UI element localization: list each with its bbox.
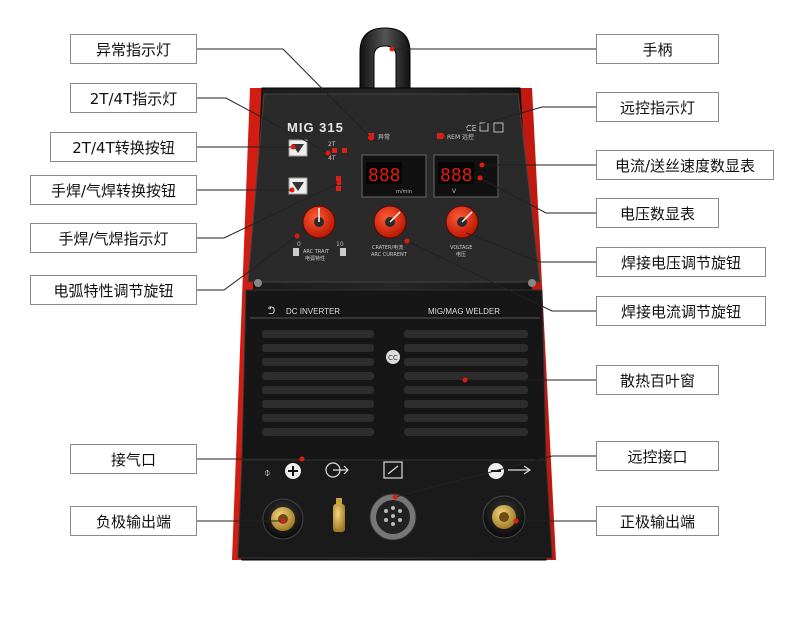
label-voltage-knob: 焊接电压调节旋钮 xyxy=(596,247,766,277)
label-2t4t-indicator: 2T/4T指示灯 xyxy=(70,83,197,113)
svg-text:CRATER/电流: CRATER/电流 xyxy=(372,244,403,251)
label-handle: 手柄 xyxy=(596,34,719,64)
label-remote-socket: 远控接口 xyxy=(596,441,719,471)
svg-text:DC INVERTER: DC INVERTER xyxy=(286,307,340,316)
label-arc-trait-knob: 电弧特性调节旋钮 xyxy=(30,275,197,305)
svg-text:MIG/MAG WELDER: MIG/MAG WELDER xyxy=(428,307,500,316)
cert-badge xyxy=(386,350,400,364)
arc-trait-knob xyxy=(302,205,336,239)
svg-text:异常: 异常 xyxy=(378,133,390,141)
svg-text:⌽: ⌽ xyxy=(264,466,271,479)
label-abnormal-indicator: 异常指示灯 xyxy=(70,34,197,64)
label-mode-switch-button: 手焊/气焊转换按钮 xyxy=(30,175,197,205)
svg-text:888: 888 xyxy=(440,165,473,186)
svg-text:ARC CURRENT: ARC CURRENT xyxy=(371,252,408,258)
svg-text:电弧特性: 电弧特性 xyxy=(305,255,325,262)
vents-right xyxy=(404,330,528,436)
label-mode-indicator: 手焊/气焊指示灯 xyxy=(30,223,197,253)
svg-text:VOLTAGE: VOLTAGE xyxy=(450,245,472,251)
label-remote-indicator: 远控指示灯 xyxy=(596,92,719,122)
svg-text:888: 888 xyxy=(368,165,401,186)
handle xyxy=(359,27,411,89)
svg-text:ᕤ: ᕤ xyxy=(268,306,275,317)
svg-text:0: 0 xyxy=(297,241,301,248)
svg-text:10: 10 xyxy=(336,241,344,248)
svg-text:V: V xyxy=(452,188,457,195)
label-2t4t-button: 2T/4T转换按钮 xyxy=(50,132,197,162)
svg-text:CC: CC xyxy=(388,354,398,362)
svg-text:电压: 电压 xyxy=(456,251,466,258)
label-current-knob: 焊接电流调节旋钮 xyxy=(596,296,766,326)
label-vents: 散热百叶窗 xyxy=(596,365,719,395)
positive-terminal xyxy=(482,495,526,539)
label-voltage-display: 电压数显表 xyxy=(596,198,719,228)
leader-dots xyxy=(280,46,519,524)
label-positive-terminal: 正极输出端 xyxy=(596,506,719,536)
model-text: MIG 315 xyxy=(287,120,344,135)
gas-inlet xyxy=(333,498,345,532)
svg-text:REM 远控: REM 远控 xyxy=(447,133,474,141)
svg-text:m/min: m/min xyxy=(396,189,412,195)
svg-text:4T: 4T xyxy=(328,155,336,162)
label-gas-inlet: 接气口 xyxy=(70,444,197,474)
label-negative-terminal: 负极输出端 xyxy=(70,506,197,536)
voltage-knob xyxy=(445,205,479,239)
svg-text:CE: CE xyxy=(466,124,477,133)
svg-text:ARC TRAIT: ARC TRAIT xyxy=(303,249,330,255)
leader-lines xyxy=(197,48,596,522)
svg-text:2T: 2T xyxy=(328,141,336,148)
remote-socket xyxy=(369,493,417,541)
label-current-display: 电流/送丝速度数显表 xyxy=(596,150,774,180)
vents-left xyxy=(262,330,374,436)
arc-current-knob xyxy=(373,205,407,239)
